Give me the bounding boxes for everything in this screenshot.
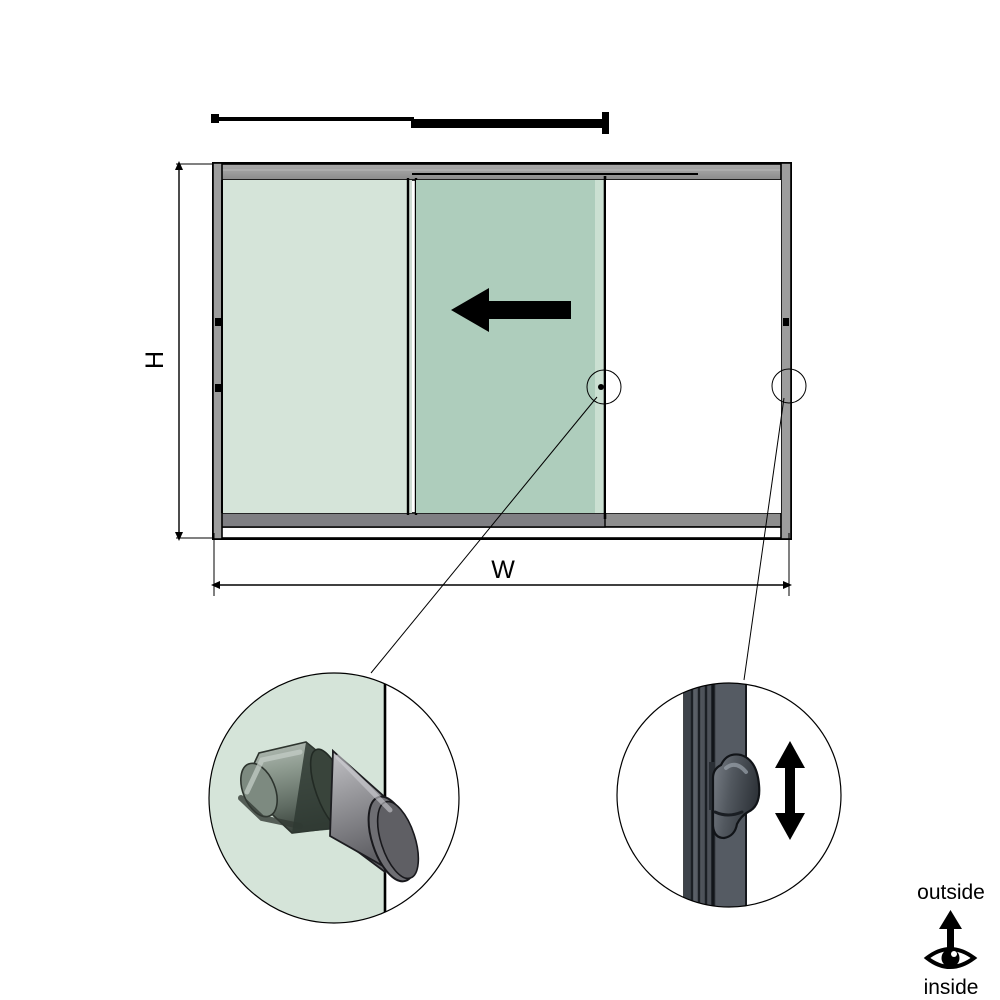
width-dimension: W (211, 533, 792, 596)
latch-direction-arrow (775, 741, 805, 840)
fixed-glass-panel (222, 180, 408, 513)
leader-line-handle (370, 396, 598, 674)
arrow-up-icon (939, 910, 962, 951)
head-rail (212, 163, 792, 181)
track-schematic (211, 112, 609, 134)
latch-detail-boundary (616, 682, 842, 908)
latch-detail-circle (616, 682, 842, 908)
handle-detail-circle (208, 672, 460, 924)
slide-direction-arrow (451, 288, 571, 332)
eye-icon (923, 947, 978, 969)
handle-knob (329, 748, 420, 883)
width-dimension-label: W (491, 556, 515, 584)
outside-label: outside (917, 881, 985, 904)
height-dimension (175, 161, 213, 541)
callout-handle-marker[interactable] (586, 369, 622, 405)
sliding-glass-panel (416, 180, 605, 513)
handle-detail-boundary (208, 672, 460, 924)
left-jamb (212, 162, 223, 540)
window-assembly (212, 162, 792, 540)
inside-label: inside (924, 976, 979, 999)
callout-latch-marker[interactable] (771, 368, 807, 404)
leader-line-latch (743, 397, 785, 681)
orientation-legend: outside inside (917, 881, 985, 999)
open-aperture (606, 180, 781, 513)
right-jamb (780, 162, 792, 540)
svg-text:H: H (141, 351, 169, 369)
height-dimension-label: H (141, 351, 169, 369)
latch-lever[interactable] (711, 753, 761, 840)
